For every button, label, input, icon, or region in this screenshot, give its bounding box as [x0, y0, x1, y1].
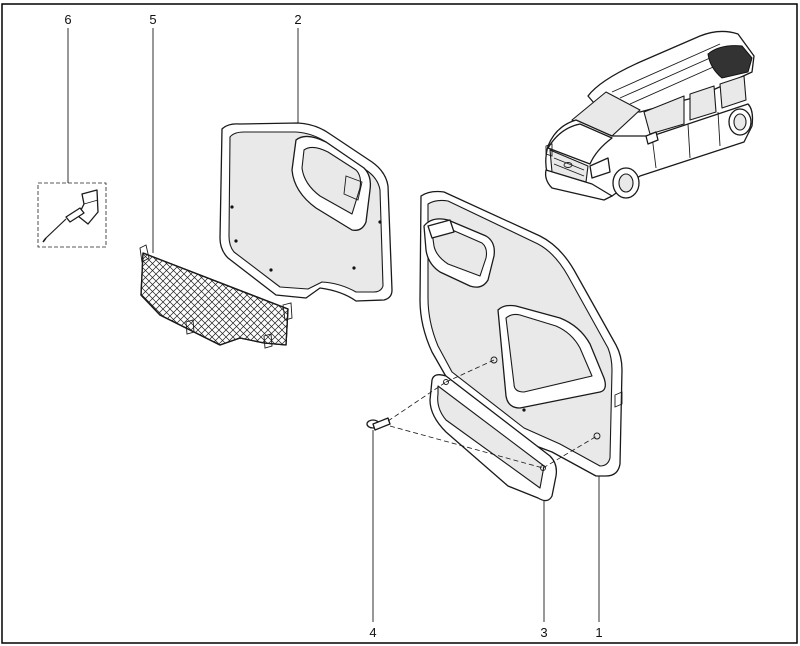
leader-lines [67, 28, 600, 622]
diagram-frame [1, 3, 798, 644]
callout-5: 5 [149, 12, 156, 27]
callout-2: 2 [294, 12, 301, 27]
callout-6: 6 [64, 12, 71, 27]
assembly-dashed-lines [387, 359, 598, 469]
vehicle-location-thumbnail [544, 30, 755, 201]
part-2-upper-trim-panel [219, 122, 393, 302]
part-1-lower-trim-panel [419, 190, 623, 477]
part-6-dashed-box [37, 182, 107, 248]
callout-4: 4 [369, 625, 376, 640]
part-6-clip-fastener [37, 182, 107, 248]
part-4-screw [366, 417, 391, 431]
callout-1: 1 [595, 625, 602, 640]
callout-3: 3 [540, 625, 547, 640]
part-3-cover-bracket [429, 374, 558, 502]
